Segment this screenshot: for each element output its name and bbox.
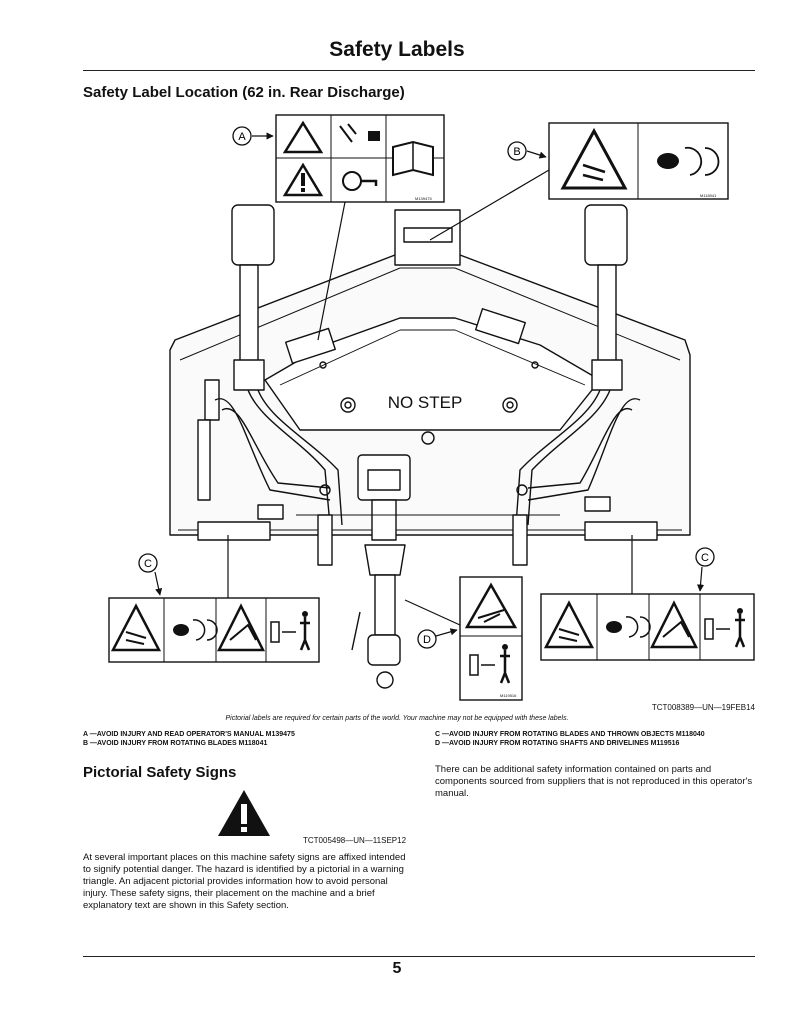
label-a: M139475 — [275, 114, 445, 203]
legend-d: D —AVOID INJURY FROM ROTATING SHAFTS AND… — [435, 740, 680, 747]
callout-b: B — [513, 146, 520, 158]
pictorial-section-title: Pictorial Safety Signs — [83, 764, 237, 781]
callout-d-circle — [417, 629, 437, 649]
callout-c-left-circle — [138, 553, 158, 573]
warning-triangle-icon — [649, 600, 699, 649]
warning-icon-code: TCT005498—UN—11SEP12 — [303, 836, 407, 845]
rotating-blade-icon — [684, 146, 720, 176]
warning-triangle-icon — [282, 120, 324, 154]
figure-code: TCT008389—UN—19FEB14 — [651, 703, 755, 712]
hand-icon — [657, 153, 679, 169]
footer-rule — [83, 956, 755, 957]
callout-a-circle — [232, 126, 252, 146]
no-step-text: NO STEP — [388, 393, 463, 412]
person-icon — [302, 611, 308, 617]
person-icon — [502, 644, 508, 650]
label-c-right — [540, 593, 755, 661]
legend-right: C —AVOID INJURY FROM ROTATING BLADES AND… — [435, 730, 705, 748]
hand-icon — [606, 621, 622, 633]
callout-c-right: C — [701, 552, 709, 564]
warning-triangle-icon — [110, 603, 162, 652]
warning-triangle-icon — [560, 127, 628, 190]
label-b: M118041 — [548, 122, 729, 200]
callout-a: A — [238, 131, 246, 143]
label-d-code: M119516 — [500, 693, 517, 698]
warning-triangle-icon — [543, 600, 595, 649]
right-caster-wheel — [584, 204, 628, 266]
warning-triangle-icon — [218, 790, 270, 836]
page-title: Safety Labels — [329, 38, 465, 61]
body-text-left: At several important places on this mach… — [83, 852, 406, 911]
label-b-code: M118041 — [700, 193, 717, 198]
callout-c-left: C — [144, 558, 152, 570]
legend-a: A —AVOID INJURY AND READ OPERATOR'S MANU… — [83, 731, 295, 738]
warning-triangle-icon — [464, 582, 518, 629]
rotating-blade-icon — [625, 616, 651, 638]
label-d: M119516 — [459, 576, 523, 701]
driveline — [364, 544, 406, 576]
label-c-left — [108, 597, 320, 663]
section-title: Safety Label Location (62 in. Rear Disch… — [83, 84, 405, 101]
person-icon — [737, 608, 743, 614]
callout-c-right-circle — [695, 547, 715, 567]
thrown-object-icon — [229, 623, 257, 641]
left-caster-wheel — [231, 204, 275, 266]
warning-triangle-icon — [216, 603, 266, 652]
warning-triangle-icon — [282, 162, 324, 197]
callout-b-circle — [507, 141, 527, 161]
body-text-right: There can be additional safety informati… — [435, 764, 753, 799]
figure-note: Pictorial labels are required for certai… — [225, 715, 569, 722]
tool-icon — [339, 123, 357, 143]
rotating-blade-icon — [192, 619, 218, 641]
page-number: 5 — [392, 960, 402, 977]
title-rule — [83, 70, 755, 71]
legend-b: B —AVOID INJURY FROM ROTATING BLADES M11… — [83, 740, 268, 747]
lock-icon — [368, 131, 380, 141]
blade-icon — [582, 163, 606, 182]
callout-d: D — [423, 634, 431, 646]
hand-icon — [173, 624, 189, 636]
label-a-code: M139475 — [415, 196, 432, 201]
mower-deck-diagram: NO STEP M139475 A M118041 B — [108, 114, 755, 701]
legend-left: A —AVOID INJURY AND READ OPERATOR'S MANU… — [83, 730, 295, 748]
legend-c: C —AVOID INJURY FROM ROTATING BLADES AND… — [435, 731, 705, 738]
rotating-shaft-icon — [477, 609, 505, 623]
thrown-object-icon — [662, 620, 690, 638]
